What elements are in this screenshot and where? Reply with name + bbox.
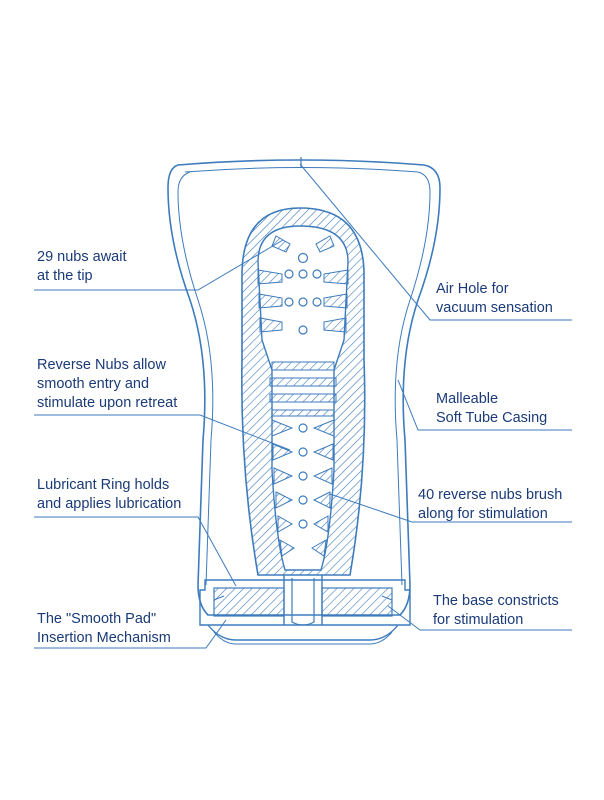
base-mechanism [199,575,411,645]
nub-dots [284,252,322,529]
inner-casing-wall-left [177,171,214,586]
outer-casing [167,159,441,616]
callout-smooth-pad: The "Smooth Pad"Insertion Mechanism [37,611,171,646]
leader-lines [34,163,572,649]
inner-casing-wall [184,167,431,586]
tip-nubs [257,235,349,333]
reverse-ribs [269,361,337,557]
